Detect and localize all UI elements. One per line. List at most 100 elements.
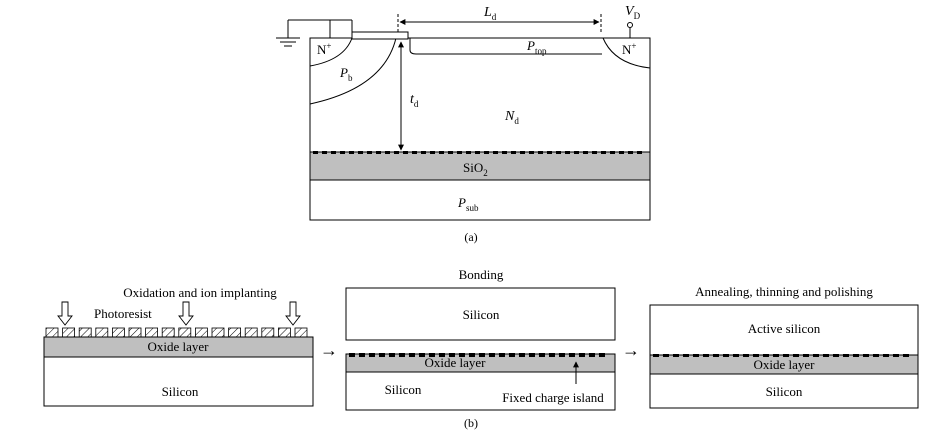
step3-title: Annealing, thinning and polishing [695,284,873,299]
photoresist-block [178,327,192,338]
fixed-charge-mark [376,151,381,154]
td-label: td [410,92,419,109]
fixed-charge-mark [803,354,809,357]
fixed-charge-mark [439,353,445,357]
photoresist-block [277,327,291,338]
ld-label: Ld [483,5,497,22]
psub-label: Psub [457,195,479,213]
ptop-label: Ptop [526,38,547,56]
fixed-charge-mark [349,353,355,357]
fixed-charge-mark [743,354,749,357]
fixed-charge-mark [538,151,543,154]
fixed-charge-mark [469,353,475,357]
fixed-charge-mark [349,151,354,154]
fixed-charge-mark [903,354,909,357]
fixed-charge-mark [713,354,719,357]
photoresist-blocks [45,327,308,338]
oxide-label-2: Oxide layer [424,355,486,370]
photoresist-block [261,327,275,338]
photoresist-block [45,327,59,338]
fixed-charge-mark [394,151,399,154]
fixed-charge-mark [693,354,699,357]
fixed-charge-mark [549,353,555,357]
fixed-charge-mark [439,151,444,154]
fixed-charge-mark [322,151,327,154]
fixed-charge-mark [763,354,769,357]
fixed-charge-mark [448,151,453,154]
fixed-charge-mark [663,354,669,357]
fixed-charge-mark [466,151,471,154]
step2-title: Bonding [459,267,504,282]
device-cross-section: Ld td VD N+ N+ Ptop Pb Nd SiO2 Psub (a) [276,4,651,244]
fixed-charge-mark [823,354,829,357]
fixed-charge-mark [457,151,462,154]
active-silicon-label: Active silicon [748,321,821,336]
photoresist-block [244,327,258,338]
fixed-charge-mark [733,354,739,357]
fixed-charge-mark [369,353,375,357]
active-silicon-layer [649,304,919,356]
fixed-charge-mark [637,151,642,154]
caption-b: (b) [464,416,478,430]
fixed-charge-marks-a [313,151,642,154]
fixed-charge-mark [783,354,789,357]
fixed-charge-mark [574,151,579,154]
n-plus-right-region [602,37,651,69]
fixed-charge-mark [359,353,365,357]
psub-layer [309,179,651,221]
fixed-charge-mark [419,353,425,357]
sio2-label: SiO2 [463,160,488,178]
pb-region [309,37,397,105]
top-silicon-wafer [345,287,616,341]
step1-title: Oxidation and ion implanting [123,285,277,300]
fixed-charge-mark [430,151,435,154]
fixed-charge-mark [556,151,561,154]
fixed-charge-mark [412,151,417,154]
fixed-charge-mark [519,353,525,357]
n-plus-left-label: N+ [317,41,331,57]
photoresist-block [228,327,242,338]
fixed-charge-mark [403,151,408,154]
fixed-charge-mark [475,151,480,154]
photoresist-block [128,327,142,338]
fixed-charge-mark [793,354,799,357]
photoresist-block [78,327,92,338]
silicon-layer-2 [345,371,616,411]
fixed-charge-mark [385,151,390,154]
fixed-charge-mark [579,353,585,357]
fixed-charge-mark [653,354,659,357]
fixed-charge-mark [723,354,729,357]
fixed-charge-mark [773,354,779,357]
fixed-charge-mark [520,151,525,154]
fixed-charge-mark [509,353,515,357]
ptop-region [409,38,602,55]
implant-arrow-icon-2 [178,301,194,326]
fixed-charge-mark [459,353,465,357]
oxide-label-3: Oxide layer [753,357,815,372]
vd-terminal-icon [627,22,633,28]
arrow-icon-2: → [622,340,640,360]
photoresist-block [95,327,109,338]
fixed-charge-mark [583,151,588,154]
fixed-charge-mark [409,353,415,357]
fixed-charge-mark [863,354,869,357]
photoresist-block [62,327,75,338]
fixed-charge-mark [589,353,595,357]
photoresist-block [294,327,308,338]
fixed-charge-mark [389,353,395,357]
fixed-charge-mark [703,354,709,357]
fixed-charge-mark [883,354,889,357]
silicon-label-2: Silicon [385,382,422,397]
fixed-charge-mark [331,151,336,154]
n-plus-left-region [309,37,353,67]
fixed-charge-mark [484,151,489,154]
fixed-charge-mark [592,151,597,154]
fixed-charge-mark [367,151,372,154]
sio2-layer [309,151,651,181]
gate-electrode [351,31,409,40]
step-oxidation: Oxidation and ion implanting Photoresist… [43,285,314,407]
fixed-charge-mark [565,151,570,154]
photoresist-block [145,327,159,338]
fixed-charge-mark [619,151,624,154]
fixed-charge-mark [873,354,879,357]
